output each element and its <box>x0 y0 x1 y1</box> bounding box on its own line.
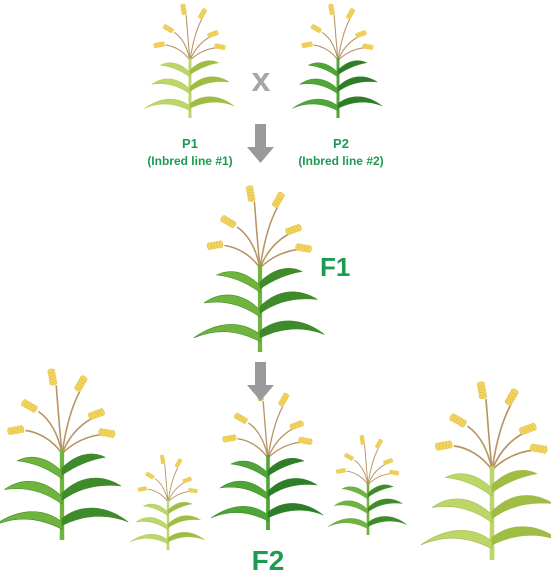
p1-label: P1 <box>182 136 198 151</box>
p2-description: (Inbred line #2) <box>298 154 383 168</box>
plant-f1 <box>193 185 325 352</box>
plant-f2-1 <box>0 368 129 540</box>
arrow-p-to-f1 <box>247 124 274 163</box>
plant-f2-3 <box>210 387 324 530</box>
plant-f2-2 <box>129 454 205 550</box>
plant-p1 <box>144 3 235 118</box>
p1-description: (Inbred line #1) <box>147 154 232 168</box>
f2-label: F2 <box>252 545 285 573</box>
arrow-f1-to-f2 <box>247 362 274 401</box>
plant-p2 <box>292 3 383 118</box>
f1-label: F1 <box>320 252 350 282</box>
cross-symbol: x <box>252 61 271 99</box>
p2-label: P2 <box>333 136 349 151</box>
plants-layer <box>0 3 551 560</box>
plant-f2-4 <box>328 435 407 535</box>
plant-f2-5 <box>420 381 551 560</box>
